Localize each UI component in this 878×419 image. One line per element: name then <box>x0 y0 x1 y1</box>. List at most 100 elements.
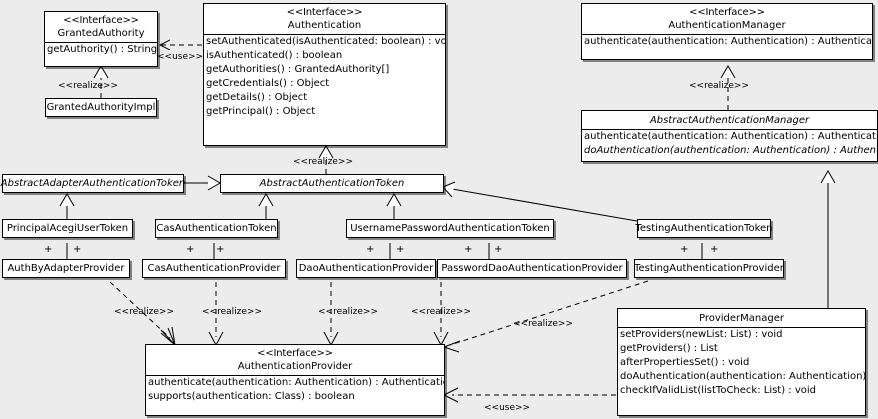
class-name: AuthenticationProvider <box>237 361 353 372</box>
edge-label-use-granted-authority: <<use>> <box>157 52 204 62</box>
compartment-divider <box>204 34 445 35</box>
assoc-marker-plus: + <box>216 244 225 255</box>
class-provider-manager[interactable]: ProviderManager setProviders(newList: Li… <box>617 308 866 416</box>
assoc-marker-plus: + <box>710 244 719 255</box>
operation-row: getAuthorities() : GrantedAuthority[] <box>206 64 390 75</box>
edge-abstractadapter-extends-abstractauthenticationtoken <box>184 175 221 191</box>
operation-row: authenticate(authentication: Authenticat… <box>148 377 444 388</box>
assoc-marker-plus: + <box>396 244 405 255</box>
class-name: DaoAuthenticationProvider <box>298 262 434 274</box>
class-name: AbstractAuthenticationManager <box>649 115 810 126</box>
edge-label-realize-testing-authentication-provider: <<realize>> <box>513 319 573 329</box>
operation-row: supports(authentication: Class) : boolea… <box>148 391 355 402</box>
class-name: TestingAuthenticationProvider <box>634 262 784 274</box>
edge-providermanager-extends-abstractauthenticationmanager <box>820 170 836 308</box>
class-granted-authority-impl[interactable]: GrantedAuthorityImpl <box>45 98 157 117</box>
compartment-divider <box>582 34 872 35</box>
operation-row: getAuthority() : String <box>47 44 157 55</box>
assoc-marker-plus: + <box>680 244 689 255</box>
operations-compartment: setAuthenticated(isAuthenticated: boolea… <box>204 35 445 119</box>
edge-principalacegiusertoken-extends-abstractadapter <box>59 193 75 219</box>
operation-row: getCredentials() : Object <box>206 78 330 89</box>
edge-testingauthenticationtoken-extends-abstractauthenticationtoken <box>442 181 638 222</box>
class-testing-authentication-provider[interactable]: TestingAuthenticationProvider <box>634 259 784 278</box>
edge-label-realize-abstract-authentication-token: <<realize>> <box>293 157 353 167</box>
class-password-dao-authentication-provider[interactable]: PasswordDaoAuthenticationProvider <box>437 259 627 278</box>
edge-label-realize-auth-by-adapter-provider: <<realize>> <box>114 307 174 317</box>
stereotype-label: <<Interface>> <box>286 7 363 18</box>
operation-row: getProviders() : List <box>620 343 718 354</box>
class-name: GrantedAuthorityImpl <box>46 101 156 113</box>
class-authentication-manager[interactable]: <<Interface>> AuthenticationManager auth… <box>581 3 873 60</box>
stereotype-label: <<Interface>> <box>63 15 139 26</box>
class-name: TestingAuthenticationToken <box>635 222 773 234</box>
assoc-marker-plus: + <box>73 244 82 255</box>
class-authentication-provider[interactable]: <<Interface>> AuthenticationProvider aut… <box>145 344 445 416</box>
class-name: AbstractAuthenticationToken <box>259 177 405 189</box>
class-testing-authentication-token[interactable]: TestingAuthenticationToken <box>635 219 773 238</box>
class-name: Authentication <box>287 20 362 31</box>
class-header: <<Interface>> GrantedAuthority <box>45 12 157 42</box>
class-header: ProviderManager <box>618 309 865 327</box>
class-header: AbstractAuthenticationManager <box>582 111 877 129</box>
class-username-password-authentication-token[interactable]: UsernamePasswordAuthenticationToken <box>346 219 554 238</box>
class-principal-acegi-user-token[interactable]: PrincipalAcegiUserToken <box>2 219 133 238</box>
compartment-divider <box>618 327 865 328</box>
edge-label-realize-abstract-authentication-manager: <<realize>> <box>689 81 749 91</box>
class-name: CasAuthenticationProvider <box>147 262 281 274</box>
operation-row: checkIfValidList(listToCheck: List) : vo… <box>620 385 817 396</box>
class-header: <<Interface>> AuthenticationManager <box>582 4 872 34</box>
class-granted-authority[interactable]: <<Interface>> GrantedAuthority getAuthor… <box>44 11 158 67</box>
class-name: PrincipalAcegiUserToken <box>6 222 129 234</box>
class-cas-authentication-token[interactable]: CasAuthenticationToken <box>155 219 278 238</box>
assoc-marker-plus: + <box>44 244 53 255</box>
edge-label-realize-cas-authentication-provider: <<realize>> <box>202 307 262 317</box>
edge-label-realize-granted-authority-impl: <<realize>> <box>58 81 118 91</box>
operations-compartment: getAuthority() : String <box>45 43 157 57</box>
assoc-marker-plus: + <box>366 244 375 255</box>
operations-compartment: authenticate(authentication: Authenticat… <box>582 35 872 49</box>
class-abstract-authentication-token[interactable]: AbstractAuthenticationToken <box>220 174 444 193</box>
class-name: ProviderManager <box>698 313 784 324</box>
stereotype-label: <<Interface>> <box>689 7 765 18</box>
class-authentication[interactable]: <<Interface>> Authentication setAuthenti… <box>203 3 446 146</box>
operation-row: doAuthentication(authentication: Authent… <box>620 371 865 382</box>
class-dao-authentication-provider[interactable]: DaoAuthenticationProvider <box>296 259 436 278</box>
class-name: UsernamePasswordAuthenticationToken <box>350 222 550 234</box>
operation-row: isAuthenticated() : boolean <box>206 50 343 61</box>
operation-row: setAuthenticated(isAuthenticated: boolea… <box>206 36 445 47</box>
operation-row: getPrincipal() : Object <box>206 106 316 117</box>
class-abstract-authentication-manager[interactable]: AbstractAuthenticationManager authentica… <box>581 110 878 162</box>
edge-label-use-provider-manager: <<use>> <box>484 403 531 413</box>
class-abstract-adapter-authentication-token[interactable]: AbstractAdapterAuthenticationToken <box>0 174 186 193</box>
stereotype-label: <<Interface>> <box>257 348 333 359</box>
operation-row: afterPropertiesSet() : void <box>620 357 750 368</box>
operations-compartment: authenticate(authentication: Authenticat… <box>582 130 877 158</box>
class-cas-authentication-provider[interactable]: CasAuthenticationProvider <box>142 259 286 278</box>
class-name: AbstractAdapterAuthenticationToken <box>0 177 186 189</box>
operation-row: authenticate(authentication: Authenticat… <box>584 131 877 142</box>
class-auth-by-adapter-provider[interactable]: AuthByAdapterProvider <box>2 259 130 278</box>
class-header: <<Interface>> AuthenticationProvider <box>146 345 444 375</box>
compartment-divider <box>45 42 157 43</box>
class-name: AuthenticationManager <box>668 20 786 31</box>
class-name: PasswordDaoAuthenticationProvider <box>441 262 623 274</box>
assoc-marker-plus: + <box>464 244 473 255</box>
operation-row: authenticate(authentication: Authenticat… <box>584 36 872 47</box>
edge-casauthenticationtoken-extends-abstractauthenticationtoken <box>258 193 274 219</box>
operation-row: doAuthentication(authentication: Authent… <box>584 145 877 156</box>
class-name: GrantedAuthority <box>57 28 145 39</box>
operations-compartment: authenticate(authentication: Authenticat… <box>146 376 444 404</box>
class-name: AuthByAdapterProvider <box>7 262 125 274</box>
assoc-marker-plus: + <box>494 244 503 255</box>
edge-label-realize-password-dao-provider: <<realize>> <box>411 307 471 317</box>
operation-row: getDetails() : Object <box>206 92 308 103</box>
class-header: <<Interface>> Authentication <box>204 4 445 34</box>
compartment-divider <box>582 129 877 130</box>
class-name: CasAuthenticationToken <box>156 222 277 234</box>
edge-label-realize-dao-authentication-provider: <<realize>> <box>318 307 378 317</box>
assoc-marker-plus: + <box>186 244 195 255</box>
operation-row: setProviders(newList: List) : void <box>620 329 783 340</box>
compartment-divider <box>146 375 444 376</box>
